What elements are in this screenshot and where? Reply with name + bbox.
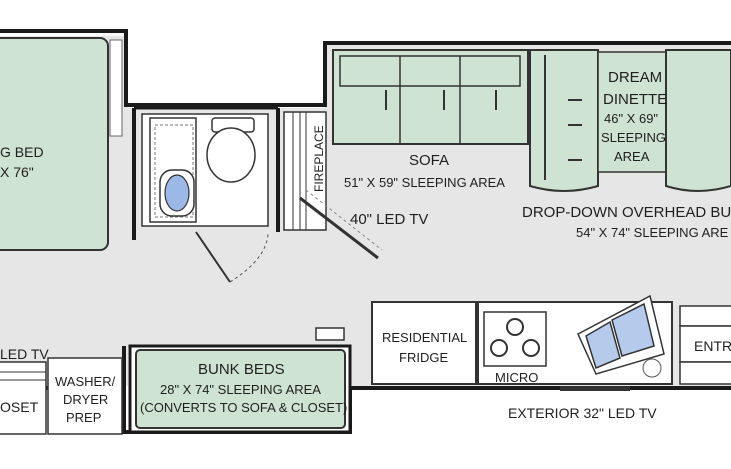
washer-line-3: PREP [66,410,101,425]
overhead-bunk-size: 54" X 74" SLEEPING ARE [576,225,729,240]
dinette-line-3: 46" X 69" [604,111,658,126]
led-tv-left-label: LED TV [0,346,49,362]
exterior-tv-label: EXTERIOR 32" LED TV [508,405,657,421]
master-bed [0,37,123,251]
washer-line-1: WASHER/ [55,374,116,389]
led-tv-40 [299,189,383,260]
bunk-beds [128,327,352,434]
entry-label: ENTR [694,338,731,354]
bunk-note: (CONVERTS TO SOFA & CLOSET) [140,400,347,415]
washer-line-2: DRYER [63,392,108,407]
washer-dryer-prep [47,357,123,435]
dinette-line-1: DREAM [608,69,662,86]
master-bed-title: G BED [0,144,44,160]
bathroom-door [195,231,269,283]
micro-label: MICRO [495,370,538,385]
cooktop-icon [483,311,547,367]
entry [679,305,731,385]
toilet-icon [206,117,256,183]
fridge-line-2: FRIDGE [399,350,448,365]
fireplace [283,111,327,231]
master-bed-size: X 76" [0,164,34,180]
fireplace-label: FIREPLACE [312,125,326,192]
exterior-tv [560,386,630,391]
dinette-line-5: AREA [614,149,650,164]
sofa [332,49,529,145]
closet-left [0,361,47,435]
bunk-title: BUNK BEDS [198,361,285,378]
kitchen-sink-icon [577,294,665,378]
dinette-line-2: DINETTE [603,91,667,108]
bunk-size: 28" X 74" SLEEPING AREA [160,382,321,397]
fridge-line-1: RESIDENTIAL [382,330,467,345]
overhead-bunk-title: DROP-DOWN OVERHEAD BUN [522,204,731,221]
sofa-title: SOFA [409,152,449,169]
closet-left-label: OSET [0,399,39,415]
sink-icon [159,169,195,217]
led-tv-40-label: 40" LED TV [350,211,428,228]
dream-dinette [529,49,731,192]
dinette-line-4: SLEEPING [601,130,666,145]
sofa-size: 51" X 59" SLEEPING AREA [344,175,505,190]
residential-fridge [371,301,477,385]
